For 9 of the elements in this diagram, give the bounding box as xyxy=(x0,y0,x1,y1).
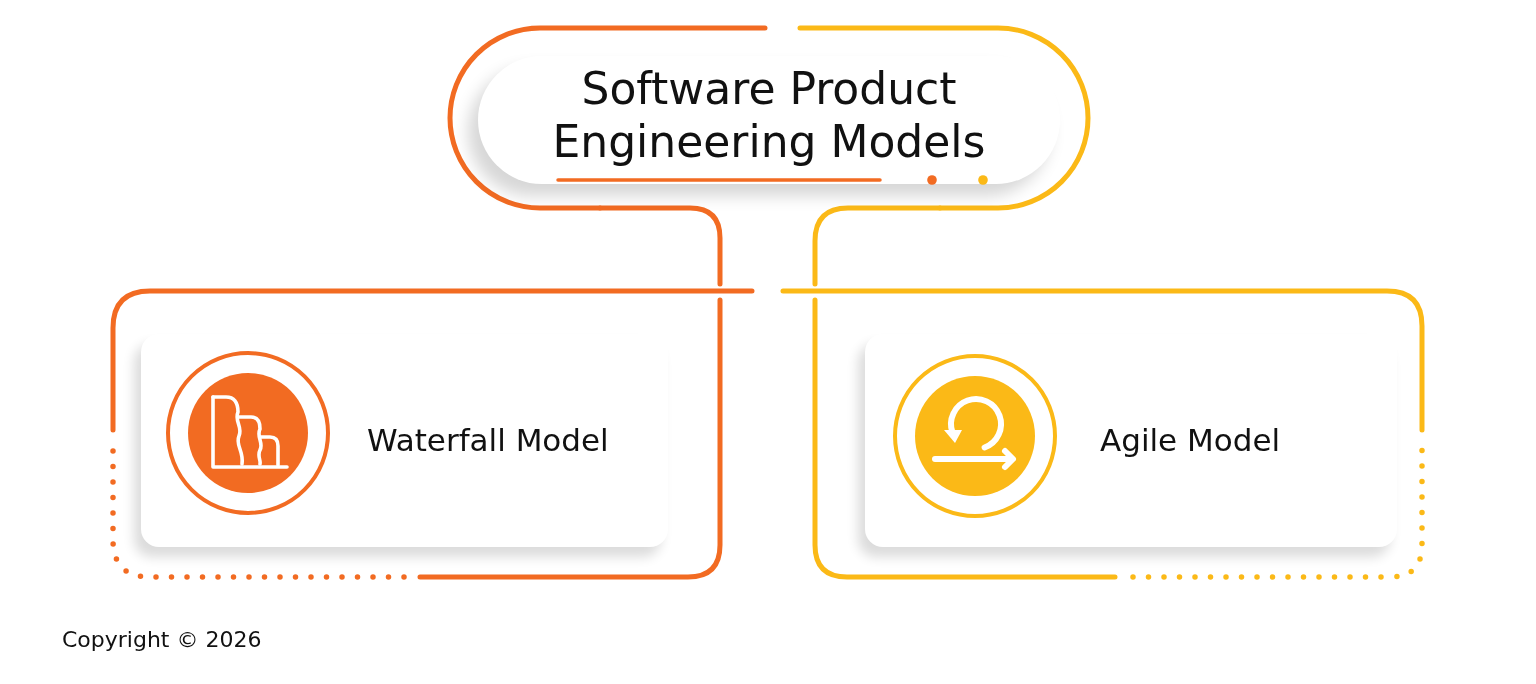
model-label: Agile Model xyxy=(1100,421,1281,459)
title-pill xyxy=(447,25,1091,211)
connector-line xyxy=(597,205,723,287)
model-card xyxy=(780,288,1425,580)
title-text: Software Product Engineering Models xyxy=(551,62,987,168)
connector-line xyxy=(812,205,943,287)
model-label: Waterfall Model xyxy=(367,421,609,459)
copyright-text: Copyright © 2026 xyxy=(62,626,262,654)
model-card xyxy=(110,288,755,580)
